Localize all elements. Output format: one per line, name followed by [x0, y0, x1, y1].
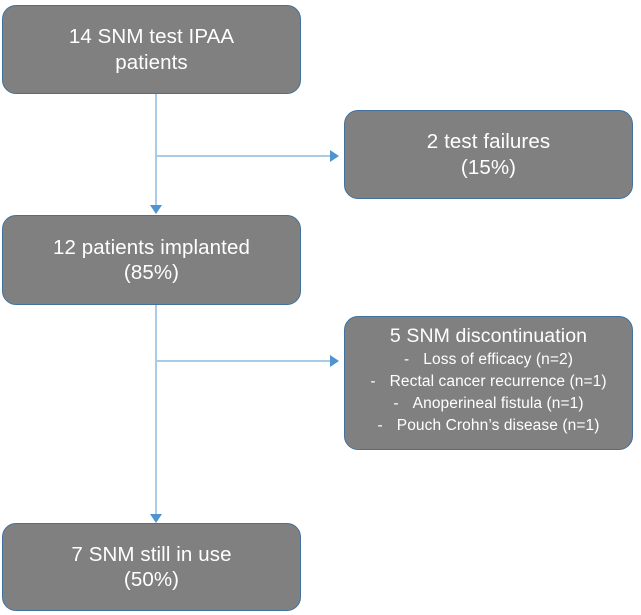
arrowhead-right-to-discontinuation: [330, 355, 339, 367]
node-implanted-line-1: 12 patients implanted: [53, 235, 250, 259]
node-test-patients-line-1: 14 SNM test IPAA: [68, 25, 235, 49]
list-item: -Pouch Crohn’s disease (n=1): [345, 415, 632, 437]
bullet-dash: -: [377, 417, 383, 435]
node-still-in-use-line-2: (50%): [123, 568, 180, 591]
node-discontinuation-title: 5 SNM discontinuation: [389, 325, 588, 347]
node-implanted: 12 patients implanted (85%): [2, 215, 301, 305]
arrowhead-down-to-still-in-use: [150, 514, 162, 523]
connector-test-patients-to-test-failures: [155, 155, 331, 157]
node-implanted-line-2: (85%): [123, 261, 180, 284]
node-still-in-use-line-1: 7 SNM still in use: [71, 542, 232, 566]
node-test-patients: 14 SNM test IPAA patients: [2, 5, 301, 94]
list-item: -Loss of efficacy (n=2): [345, 349, 632, 371]
connector-implanted-to-still-in-use: [155, 305, 157, 515]
bullet-dash: -: [404, 351, 410, 369]
list-item: -Anoperineal fistula (n=1): [345, 393, 632, 415]
connector-test-patients-to-implanted: [155, 94, 157, 206]
node-test-failures-line-2: (15%): [460, 155, 517, 179]
bullet-dash: -: [393, 395, 399, 413]
arrowhead-right-to-test-failures: [330, 150, 339, 162]
bullet-dash: -: [370, 373, 376, 391]
node-still-in-use: 7 SNM still in use (50%): [2, 523, 301, 611]
list-item: -Rectal cancer recurrence (n=1): [345, 371, 632, 393]
node-test-failures-line-1: 2 test failures: [426, 130, 551, 154]
connector-implanted-to-discontinuation: [155, 360, 331, 362]
node-discontinuation: 5 SNM discontinuation -Loss of efficacy …: [344, 316, 633, 450]
node-test-patients-line-2: patients: [115, 50, 188, 74]
list-item-label: Pouch Crohn’s disease (n=1): [396, 417, 600, 435]
node-test-failures: 2 test failures (15%): [344, 110, 633, 199]
list-item-label: Anoperineal fistula (n=1): [412, 395, 584, 413]
list-item-label: Loss of efficacy (n=2): [423, 351, 573, 369]
discontinuation-reason-list: -Loss of efficacy (n=2) -Rectal cancer r…: [345, 349, 632, 437]
arrowhead-down-to-implanted: [150, 205, 162, 214]
list-item-label: Rectal cancer recurrence (n=1): [389, 373, 607, 391]
